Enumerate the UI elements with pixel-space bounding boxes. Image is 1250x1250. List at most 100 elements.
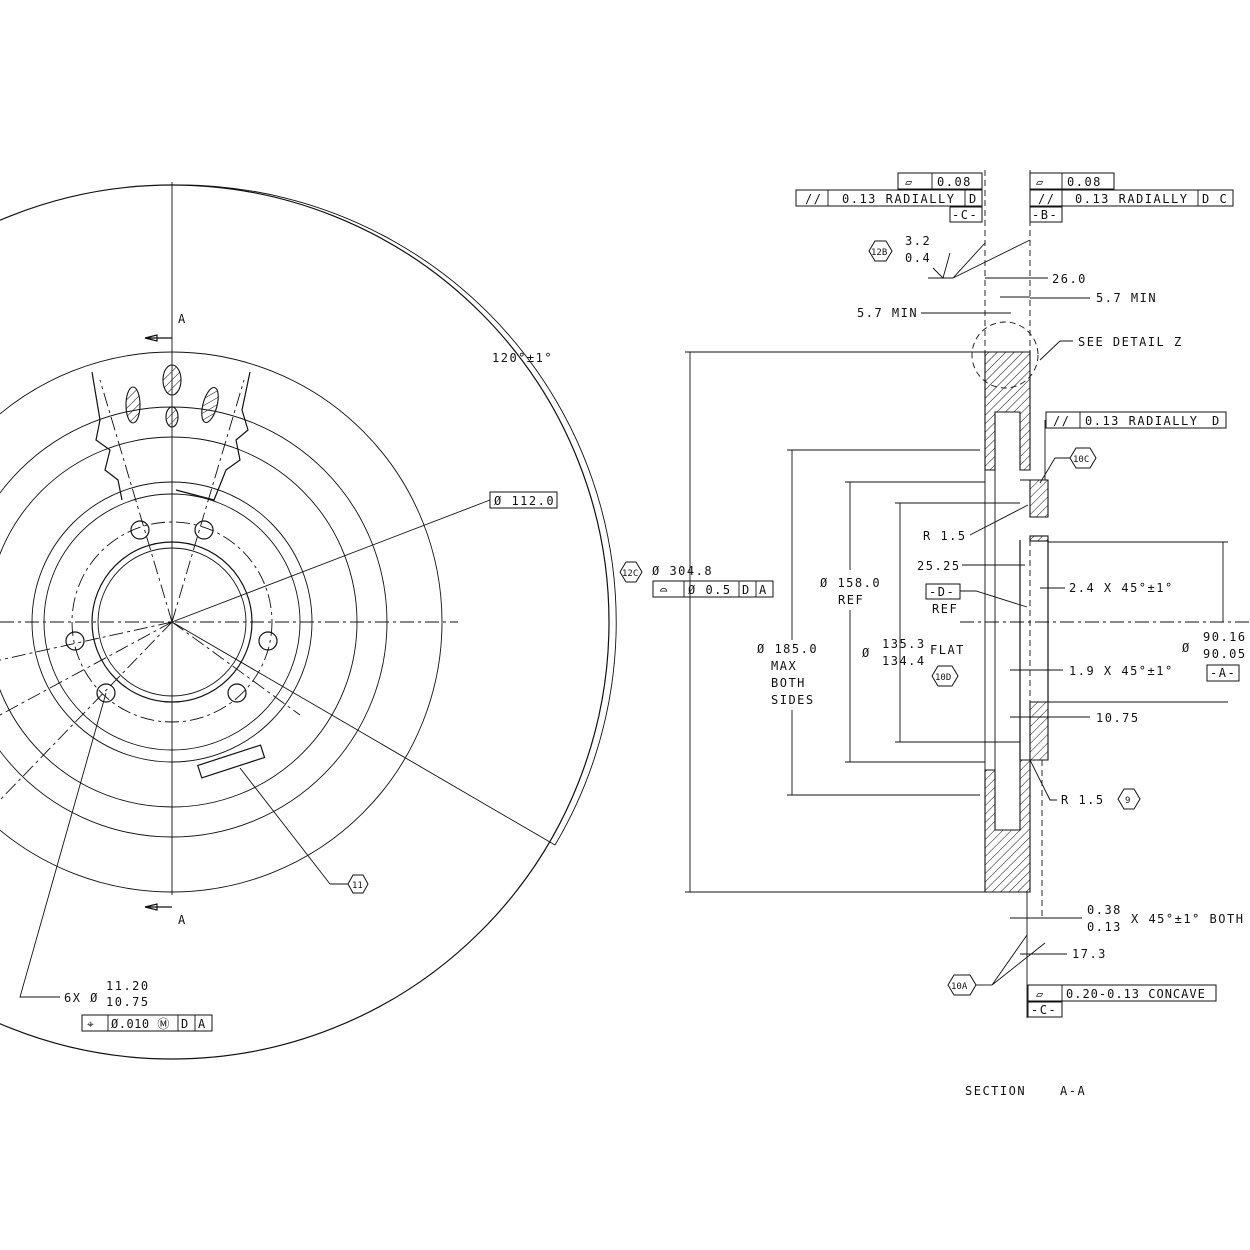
section-title: SECTION — [965, 1084, 1026, 1098]
radius-leader — [1029, 759, 1057, 801]
datum-box — [1029, 206, 1063, 223]
holes-upper-limit: 11.20 — [106, 979, 150, 993]
vent-slot — [125, 386, 141, 424]
dia-135-symbol: Ø — [862, 646, 871, 660]
vent-slot — [201, 386, 219, 424]
fcf-frame — [652, 580, 774, 598]
fcf-frame — [1045, 411, 1227, 429]
chamfer-2-4: 2.4 X 45°±1° — [1069, 581, 1174, 595]
profile-symbol-icon: ⌓ — [660, 583, 669, 597]
front-view: A A 120°±1° Ø 112.0 12C Ø 304.8 ⌓ Ø 0.5 … — [0, 182, 774, 1060]
angle-dimension: 120°±1° — [492, 351, 553, 365]
note-flag-9 — [1117, 788, 1141, 810]
fcf-tolerance: Ø 0.5 — [688, 583, 732, 597]
dia-185: Ø 185.0 — [757, 642, 818, 656]
dia-185-both: BOTH — [771, 676, 806, 690]
note-10c-leader — [1039, 457, 1070, 484]
datum-box — [1206, 664, 1240, 682]
fcf-datum: D — [181, 1017, 190, 1031]
dia-185-max: MAX — [771, 659, 797, 673]
angle-extension-line — [171, 621, 556, 846]
dim-17-3: 17.3 — [1072, 947, 1107, 961]
rotor-section-upper — [984, 351, 1031, 471]
dia-135-lower: 134.4 — [882, 654, 926, 668]
fcf-tolerance: 0.20-0.13 CONCAVE — [1066, 987, 1206, 1001]
angle-line — [171, 379, 245, 623]
angle-line — [0, 621, 173, 661]
datum-d-leader — [960, 590, 1028, 608]
dia-112-box — [489, 491, 558, 509]
flatness-icon: ▱ — [1036, 987, 1045, 1001]
angle-line — [0, 621, 173, 801]
fcf-frame — [795, 189, 983, 207]
dia-112-label: Ø 112.0 — [494, 494, 555, 508]
section-id: A-A — [1060, 1084, 1086, 1098]
fcf-tolerance: 0.13 RADIALLY — [842, 192, 955, 206]
fcf-tolerance: 0.13 RADIALLY — [1085, 414, 1198, 428]
fcf-datum-c: ▱ 0.08 // 0.13 RADIALLY D -C- — [795, 172, 983, 223]
angle-line — [171, 621, 301, 716]
parallelism-icon: // — [1053, 414, 1070, 428]
dia-90-symbol: Ø — [1182, 641, 1191, 655]
bolt-hole — [194, 520, 214, 540]
note-10a-leader — [991, 942, 1046, 986]
rotor-section-lower — [984, 759, 1031, 893]
breakout-line — [91, 371, 251, 501]
chamfer-lower: 0.13 — [1087, 920, 1122, 934]
bolt-hole — [96, 683, 116, 703]
note-11-leader — [239, 767, 331, 885]
dim-25-25: 25.25 — [917, 559, 961, 573]
fcf-tolerance: 0.08 — [1067, 175, 1102, 189]
fcf-frame — [1027, 984, 1217, 1002]
note-11: 11 — [352, 881, 363, 891]
note-flag-10d — [931, 665, 959, 687]
flatness-icon: ▱ — [905, 175, 914, 189]
note-9: 9 — [1125, 796, 1130, 806]
radius-bottom: R 1.5 — [1061, 793, 1105, 807]
dia-135-upper: 135.3 — [882, 637, 926, 651]
datum-d-ref: REF — [932, 602, 958, 616]
note-10a-leader — [991, 934, 1028, 986]
fcf-datum: D — [742, 583, 751, 597]
note-10a: 10A — [951, 982, 968, 992]
section-arrow-bottom — [144, 903, 172, 911]
fcf-tolerance: 0.13 RADIALLY — [1075, 192, 1188, 206]
min-thickness-left: 5.7 MIN — [857, 306, 918, 320]
dia-158: Ø 158.0 — [820, 576, 881, 590]
note-10d: 10D — [935, 673, 951, 683]
note-flag-11 — [347, 874, 369, 894]
detail-z-circle — [971, 321, 1039, 389]
dia-185-sides: SIDES — [771, 693, 815, 707]
datum-c-label: -C- — [1031, 1003, 1057, 1017]
surface-finish-symbol — [928, 239, 1031, 279]
parallelism-icon: // — [1038, 192, 1055, 206]
parallelism-icon: // — [805, 192, 822, 206]
datum-b-label: -B- — [1032, 208, 1058, 222]
section-arrow-top — [144, 334, 172, 342]
bolt-holes — [65, 520, 278, 703]
hub-section-upper — [1020, 479, 1049, 518]
radius-leader — [969, 504, 1029, 536]
roughness-lower: 0.4 — [905, 251, 931, 265]
hub-section-lower — [1029, 701, 1049, 761]
dia-90-upper: 90.16 — [1203, 630, 1247, 644]
note-12b: 12B — [871, 248, 887, 258]
bolt-hole — [227, 683, 247, 703]
dim-26: 26.0 — [1052, 272, 1087, 286]
dia-158-ref: REF — [838, 593, 864, 607]
datum-box — [1027, 1001, 1063, 1018]
datum-d-label: -D- — [929, 585, 955, 599]
note-10c: 10C — [1073, 455, 1089, 465]
bolt-hole — [258, 631, 278, 651]
bolt-hole — [130, 520, 150, 540]
detail-leader — [1039, 340, 1073, 361]
fcf-tolerance: Ø.010 Ⓜ — [111, 1017, 170, 1031]
section-view: ▱ 0.08 // 0.13 RADIALLY D -C- ▱ 0.08 // … — [685, 170, 1250, 1098]
holes-leader — [19, 692, 107, 998]
id-label-pad — [197, 744, 266, 779]
section-mark-bottom: A — [178, 913, 187, 927]
note-flag-12b — [868, 240, 893, 262]
chamfer-suffix: X 45°±1° BOTH — [1131, 912, 1244, 926]
